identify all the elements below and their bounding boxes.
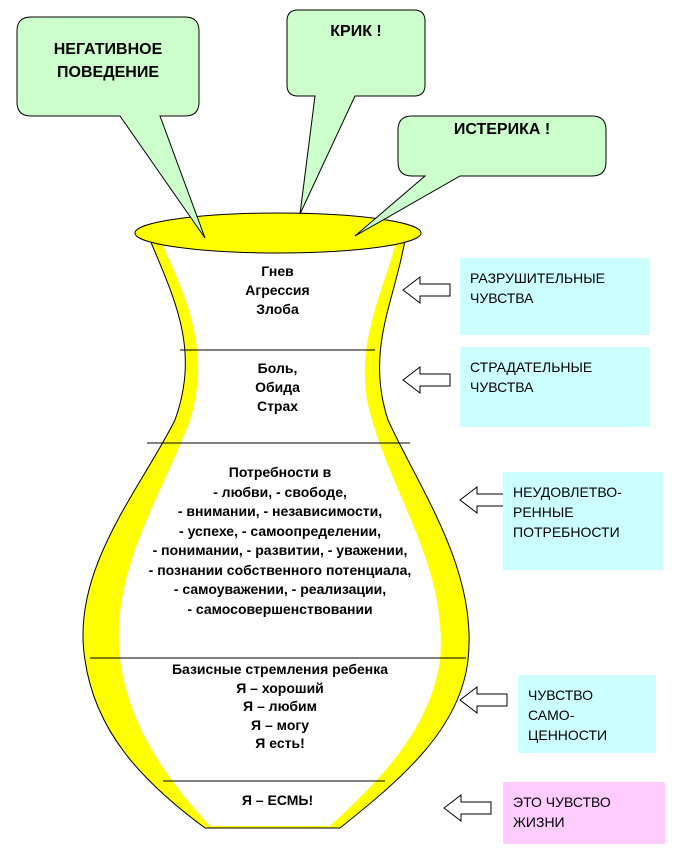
label-suffering-line-2: ЧУВСТВА — [470, 379, 534, 395]
label-self-worth: ЧУВСТВО САМО- ЦЕННОСТИ — [518, 675, 656, 753]
suffering-line-2: Обида — [255, 379, 300, 395]
needs-line-4: - успехе, - самоопределении, — [179, 522, 381, 539]
callout-scream: КРИК ! — [287, 20, 425, 43]
arrow-self-worth — [459, 685, 508, 715]
label-suffering: СТРАДАТЕЛЬНЫЕ ЧУВСТВА — [460, 347, 650, 427]
label-self-worth-line-2: САМО- — [528, 707, 575, 723]
callout-hysteria-text: ИСТЕРИКА ! — [453, 121, 551, 138]
section-base: Я – ЕСМЬ! — [195, 791, 360, 810]
label-suffering-line-1: СТРАДАТЕЛЬНЫЕ — [470, 359, 593, 375]
destructive-line-3: Злоба — [256, 301, 299, 317]
needs-line-3: - внимании, - независимости, — [177, 503, 383, 519]
arrow-life — [443, 793, 492, 823]
destructive-line-1: Гнев — [261, 263, 294, 279]
section-basic: Базисные стремления ребенка Я – хороший … — [130, 660, 430, 753]
label-needs-line-2: РЕННЫЕ — [513, 504, 574, 520]
basic-line-4: Я – могу — [251, 716, 309, 733]
bubble-scream — [286, 9, 426, 215]
destructive-line-2: Агрессия — [245, 282, 310, 298]
base-line-1: Я – ЕСМЬ! — [241, 792, 314, 808]
needs-line-7: - самоуважении, - реализации, — [173, 581, 387, 597]
label-destructive-line-2: ЧУВСТВА — [470, 290, 534, 306]
needs-line-6: - познании собственного потенциала, — [148, 561, 412, 578]
label-destructive-line-1: РАЗРУШИТЕЛЬНЫЕ — [470, 270, 605, 286]
label-life-line-1: ЭТО ЧУВСТВО — [513, 794, 611, 810]
needs-line-8: - самосовершенствовании — [187, 600, 373, 617]
arrow-suffering — [402, 365, 451, 395]
section-suffering: Боль, Обида Страх — [195, 359, 360, 416]
label-life-line-2: ЖИЗНИ — [513, 814, 565, 830]
section-needs: Потребности в - любви, - свободе, - вним… — [110, 463, 450, 619]
label-life: ЭТО ЧУВСТВО ЖИЗНИ — [503, 782, 665, 844]
needs-line-5: - понимании, - развитии, - уважении, — [152, 542, 408, 558]
callout-negative-line-1: НЕГАТИВНОЕ — [53, 41, 163, 58]
label-self-worth-line-3: ЦЕННОСТИ — [528, 727, 608, 743]
suffering-line-1: Боль, — [257, 360, 298, 376]
basic-line-5: Я есть! — [255, 735, 305, 751]
needs-line-2: - любви, - свободе, — [213, 483, 347, 500]
label-needs: НЕУДОВЛЕТВО- РЕННЫЕ ПОТРЕБНОСТИ — [503, 472, 663, 570]
basic-line-2: Я – хороший — [236, 679, 324, 696]
arrow-needs — [459, 485, 508, 515]
callout-hysteria: ИСТЕРИКА ! — [398, 118, 606, 141]
suffering-line-3: Страх — [256, 398, 299, 414]
callout-negative-behavior: НЕГАТИВНОЕ ПОВЕДЕНИЕ — [17, 38, 199, 84]
basic-line-1: Базисные стремления ребенка — [171, 661, 389, 677]
arrow-destructive — [402, 275, 451, 305]
callout-scream-text: КРИК ! — [330, 23, 382, 40]
vase-mouth — [134, 212, 422, 254]
section-destructive: Гнев Агрессия Злоба — [195, 262, 360, 319]
basic-line-3: Я – любим — [243, 698, 317, 714]
bubble-hysteria — [354, 115, 607, 237]
callout-negative-line-2: ПОВЕДЕНИЕ — [57, 64, 159, 81]
label-self-worth-line-1: ЧУВСТВО — [528, 687, 594, 703]
label-needs-line-1: НЕУДОВЛЕТВО- — [513, 484, 622, 500]
vase-inner — [118, 246, 441, 826]
needs-line-1: Потребности в — [228, 464, 332, 480]
bubble-negative-behavior — [16, 16, 206, 239]
label-destructive: РАЗРУШИТЕЛЬНЫЕ ЧУВСТВА — [460, 258, 650, 335]
label-needs-line-3: ПОТРЕБНОСТИ — [513, 524, 620, 540]
